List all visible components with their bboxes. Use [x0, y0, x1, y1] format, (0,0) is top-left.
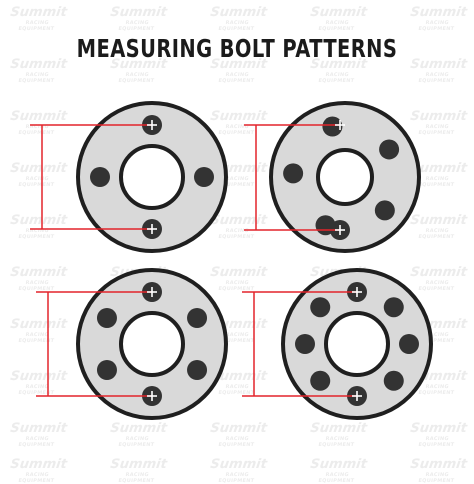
bolt-pattern-diagram: [30, 101, 433, 420]
bolt-hole: [374, 200, 395, 221]
bolt-hole: [96, 308, 117, 328]
bolt-hole: [379, 139, 400, 160]
center-bore: [324, 311, 390, 377]
bolt-hole: [399, 334, 419, 354]
bolt-pattern-6-lug: [36, 268, 228, 420]
bolt-hole: [383, 297, 404, 318]
bolt-pattern-5-lug: [244, 101, 421, 253]
bolt-hole: [194, 167, 214, 187]
bolt-pattern-4-lug: [30, 101, 228, 253]
bolt-hole: [310, 297, 331, 318]
bolt-hole: [383, 370, 404, 391]
bolt-hole: [283, 163, 304, 184]
bolt-hole: [295, 334, 315, 354]
bolt-hole: [96, 360, 117, 380]
center-bore: [119, 144, 185, 210]
bolt-hole: [187, 360, 208, 380]
center-bore: [316, 148, 374, 206]
center-bore: [119, 311, 185, 377]
bolt-hole: [187, 308, 208, 328]
bolt-hole: [90, 167, 110, 187]
bolt-pattern-8-lug: [242, 268, 433, 420]
bolt-hole: [322, 116, 343, 137]
page-title: MEASURING BOLT PATTERNS: [76, 34, 398, 63]
bolt-hole: [310, 370, 331, 391]
